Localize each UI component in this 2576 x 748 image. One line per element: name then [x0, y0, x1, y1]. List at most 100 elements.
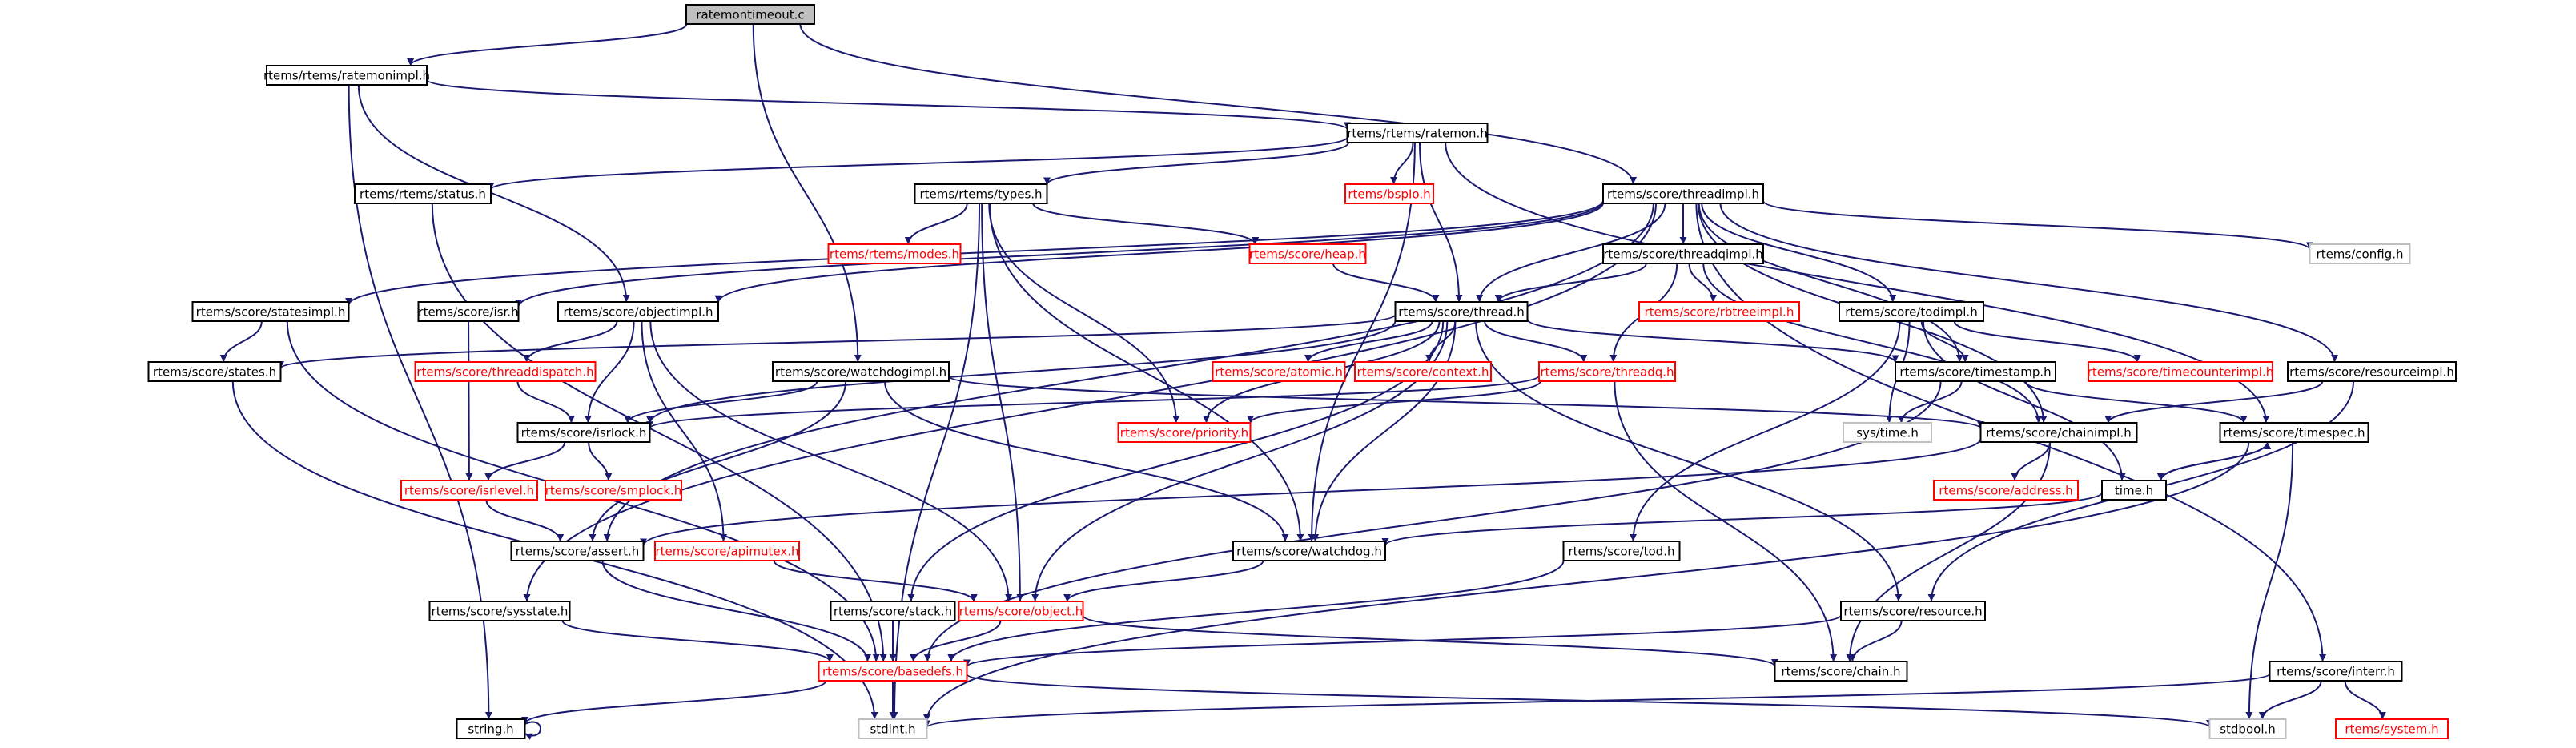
node-threadqimpl-h[interactable]: rtems/score/threadqimpl.h: [1602, 243, 1764, 264]
node-watchdogimpl-h[interactable]: rtems/score/watchdogimpl.h: [772, 361, 950, 382]
node-chainimpl-h[interactable]: rtems/score/chainimpl.h: [1979, 422, 2138, 443]
node-timespec-h[interactable]: rtems/score/timespec.h: [2219, 422, 2369, 443]
node-label: rtems/rtems/status.h: [360, 187, 486, 202]
node-box: [2208, 718, 2287, 739]
edge-inter-h-to-system-h: [2344, 680, 2386, 720]
node-statesimpl-h[interactable]: rtems/score/statesimpl.h: [191, 301, 350, 322]
edge-watchdogimpl-h-to-chainimpl-h: [948, 375, 1984, 429]
node-watchdog-h[interactable]: rtems/score/watchdog.h: [1232, 541, 1386, 561]
edge-line: [2258, 680, 2322, 720]
node-resource-h[interactable]: rtems/score/resource.h: [1840, 601, 1986, 621]
node-box: [545, 480, 682, 501]
node-chain-h[interactable]: rtems/score/chain.h: [1774, 661, 1908, 682]
edge-ratemon-h-to-status-h: [487, 136, 1348, 191]
edge-line: [1719, 203, 2338, 363]
edge-line: [584, 320, 635, 424]
node-label: stdint.h: [870, 722, 915, 737]
node-basedefs-h[interactable]: rtems/score/basedefs.h: [818, 661, 968, 682]
edge-timespec-h-to-stdbool-h: [2245, 441, 2294, 720]
node-isr-h[interactable]: rtems/score/isr.h: [417, 301, 520, 322]
node-context-h[interactable]: rtems/score/context.h: [1354, 361, 1492, 382]
edge-chainimpl-h-to-assert-h: [640, 438, 1982, 546]
node-priority-h[interactable]: rtems/score/priority.h: [1117, 422, 1252, 443]
edge-line: [1032, 203, 1260, 245]
node-object-h[interactable]: rtems/score/object.h: [958, 601, 1084, 621]
edge-thread-h-to-timestamp-h: [1526, 319, 1899, 363]
node-stack-h[interactable]: rtems/score/stack.h: [830, 601, 956, 621]
node-apimutex-h[interactable]: rtems/score/apimutex.h: [654, 541, 800, 561]
node-resourceimpl-h[interactable]: rtems/score/resourceimpl.h: [2287, 361, 2457, 382]
node-timecounterimpl-h[interactable]: rtems/score/timecounterimpl.h: [2088, 361, 2273, 382]
node-atomic-h[interactable]: rtems/score/atomic.h: [1212, 361, 1346, 382]
node-smplock-h[interactable]: rtems/score/smplock.h: [545, 480, 682, 501]
node-string-h[interactable]: string.h: [456, 718, 526, 739]
node-todimpl-h[interactable]: rtems/score/todimpl.h: [1839, 301, 1984, 322]
edge-line: [752, 23, 862, 363]
node-label: string.h: [468, 722, 513, 737]
edge-threadimpl-h-to-assert-h: [603, 203, 1654, 542]
edge-line: [1688, 263, 1717, 303]
node-label: rtems/score/smplock.h: [545, 484, 682, 498]
node-objectimpl-h[interactable]: rtems/score/objectimpl.h: [557, 301, 719, 322]
edge-ratemontimeout-c-to-threadimpl-h: [799, 23, 1637, 185]
node-ratemon-h[interactable]: rtems/rtems/ratemon.h: [1346, 123, 1489, 143]
node-label: rtems/score/rbtreeimpl.h: [1645, 305, 1794, 320]
node-ratemonimpl-h[interactable]: rtems/rtems/ratemonimpl.h: [263, 65, 430, 86]
edge-line: [485, 499, 565, 542]
edge-thread-h-to-isrlock-h: [646, 320, 1397, 424]
node-tod-h[interactable]: rtems/score/tod.h: [1562, 541, 1681, 561]
node-threadimpl-h[interactable]: rtems/score/threadimpl.h: [1602, 183, 1764, 204]
node-types-h[interactable]: rtems/rtems/types.h: [914, 183, 1048, 204]
node-inter-h[interactable]: rtems/score/interr.h: [2269, 661, 2403, 682]
node-rbtreeimpl-h[interactable]: rtems/score/rbtreeimpl.h: [1638, 301, 1800, 322]
node-label: rtems/score/resource.h: [1843, 605, 1982, 619]
node-isrlock-h[interactable]: rtems/score/isrlock.h: [516, 422, 651, 443]
node-threaddispatch-h[interactable]: rtems/score/threaddispatch.h: [414, 361, 597, 382]
edge-line: [773, 560, 978, 602]
node-address-h[interactable]: rtems/score/address.h: [1933, 480, 2079, 501]
edge-line: [1476, 203, 1666, 303]
node-label: rtems/score/isr.h: [418, 305, 518, 320]
edge-line: [1701, 203, 1897, 303]
edge-layer: [219, 23, 2386, 740]
node-box: [827, 243, 962, 264]
node-box: [1248, 243, 1367, 264]
node-sysstate-h[interactable]: rtems/score/sysstate.h: [428, 601, 571, 621]
node-box: [1602, 183, 1764, 204]
edge-ratemonimpl-h-to-ratemon-h: [426, 78, 1351, 131]
node-system-h[interactable]: rtems/system.h: [2335, 718, 2449, 739]
node-time-h[interactable]: time.h: [2101, 480, 2167, 501]
edge-line: [948, 375, 1984, 429]
edge-line: [465, 320, 473, 481]
node-label: rtems/score/atomic.h: [1215, 365, 1343, 380]
edge-inter-h-to-stdbool-h: [2258, 680, 2322, 720]
node-box: [772, 361, 950, 382]
node-box: [147, 361, 282, 382]
node-states-h[interactable]: rtems/score/states.h: [147, 361, 282, 382]
edge-line: [521, 680, 827, 725]
node-threadq-h[interactable]: rtems/score/threadq.h: [1538, 361, 1676, 382]
node-timestamp-h[interactable]: rtems/score/timestamp.h: [1895, 361, 2056, 382]
node-isrlevel-h[interactable]: rtems/score/isrlevel.h: [400, 480, 538, 501]
node-box: [428, 601, 571, 621]
node-thread-h[interactable]: rtems/score/thread.h: [1394, 301, 1529, 322]
node-modes-h[interactable]: rtems/rtems/modes.h: [827, 243, 962, 264]
node-box: [1538, 361, 1676, 382]
edge-line: [2344, 680, 2386, 720]
node-assert-h[interactable]: rtems/score/assert.h: [510, 541, 645, 561]
edge-thread-h-to-threadq-h: [1484, 320, 1588, 363]
edge-types-h-to-object-h: [981, 203, 1024, 602]
node-heap-h[interactable]: rtems/score/heap.h: [1248, 243, 1367, 264]
node-status-h[interactable]: rtems/rtems/status.h: [354, 183, 492, 204]
node-label: rtems/score/assert.h: [516, 545, 640, 559]
edge-threadimpl-h-to-statesimpl-h: [345, 200, 1604, 306]
node-box: [1344, 183, 1434, 204]
edge-objectimpl-h-to-threaddispatch-h: [523, 320, 618, 363]
edge-line: [989, 203, 1304, 542]
edge-heap-h-to-thread-h: [1332, 263, 1440, 303]
node-bspio-h[interactable]: rtems/bspIo.h: [1344, 183, 1434, 204]
edge-ratemontimeout-c-to-ratemonimpl-h: [407, 23, 688, 66]
edge-line: [646, 375, 1540, 429]
edge-line: [426, 78, 1351, 131]
node-label: rtems/score/interr.h: [2277, 665, 2395, 679]
